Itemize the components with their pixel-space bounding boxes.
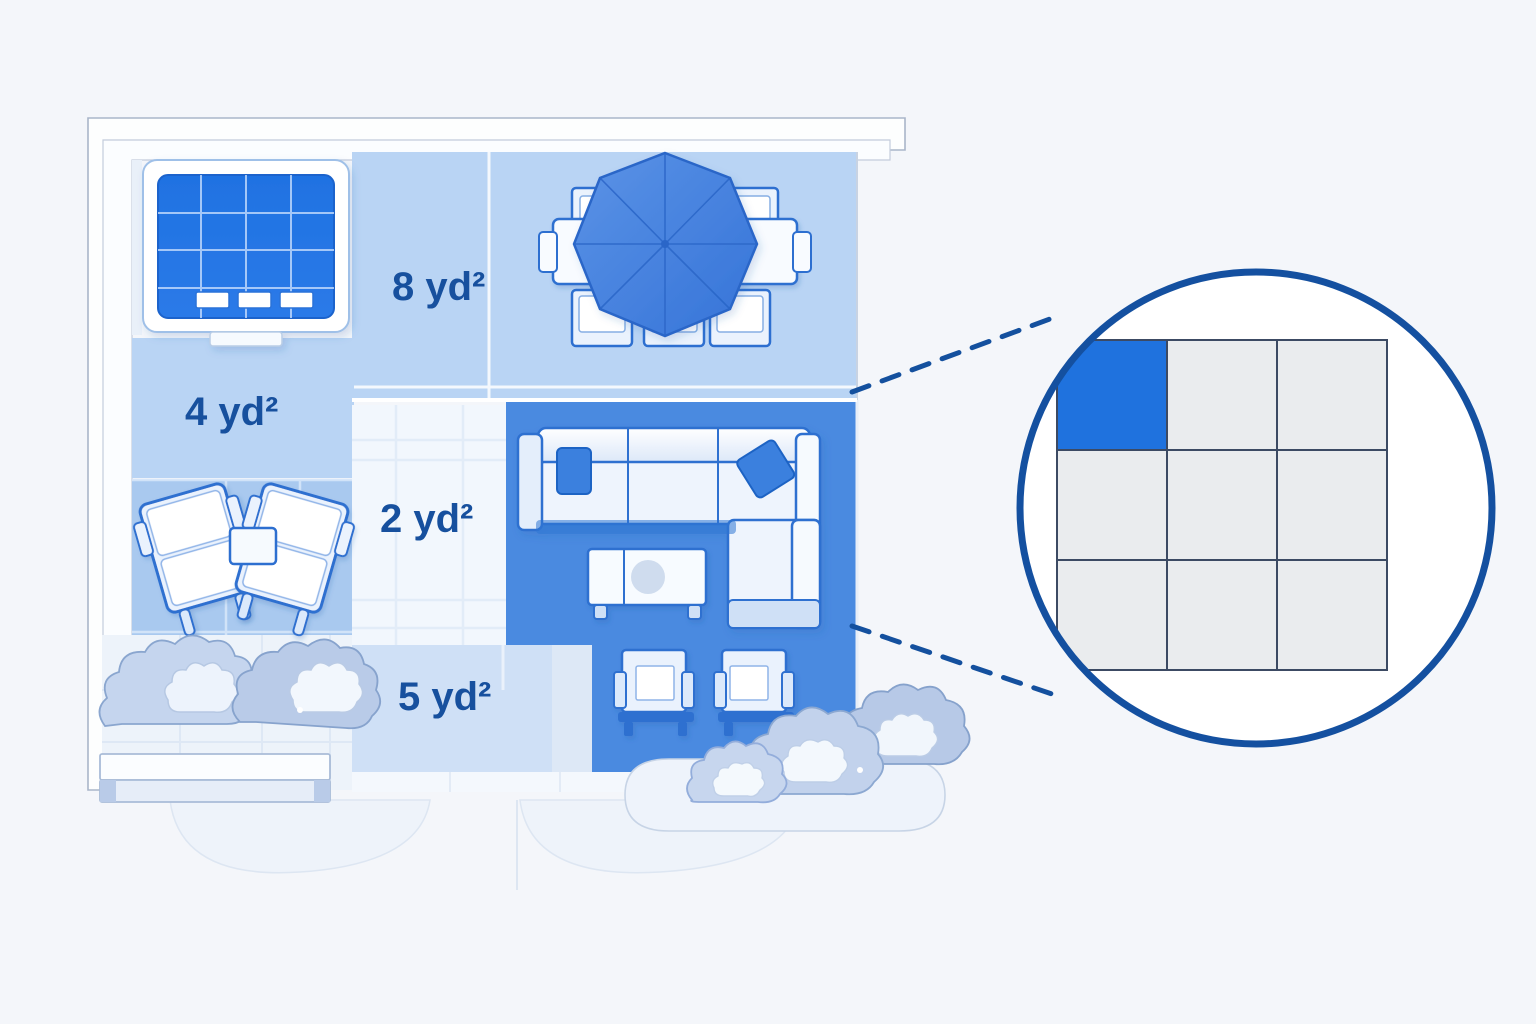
sofa-pillow-right [736,439,796,499]
magnifier-content [1056,339,1388,671]
grid-cell-0-2 [1277,340,1387,450]
region-lower-right-strip [552,645,592,772]
area-label-8: 8 yd² [392,265,485,309]
garden-bed-right [624,683,971,832]
area-label-4: 4 yd² [185,390,278,434]
magnifier-ring [1016,268,1496,748]
side-table [228,526,278,566]
grid-cell-0-1 [1167,340,1277,450]
planter-box [99,753,331,803]
connector-bottom [849,623,1055,697]
region-center-tile [352,405,527,645]
swimming-pool [142,159,350,347]
shrub-cluster-right [686,683,971,804]
armchair-left [613,648,695,736]
unit-square-magnifier [1016,268,1496,748]
sofa-pillow-left [556,447,592,495]
coffee-table [586,547,708,620]
area-label-5: 5 yd² [398,675,491,719]
region-left-strip [132,338,354,478]
planter-shrubs-left [98,634,382,803]
grid-cell-1-2 [1277,450,1387,560]
armchair-right [713,648,795,736]
magnifier-connectors [849,313,1061,697]
grid-cell-2-1 [1167,560,1277,670]
grid-cell-1-1 [1167,450,1277,560]
lounge-seating [133,482,355,637]
center-tile-seams [352,405,527,645]
patio-umbrella [572,151,759,338]
connector-top [849,313,1061,395]
area-label-2: 2 yd² [380,497,473,541]
sectional-sofa [516,426,822,630]
region-left-upper-strip [132,160,142,335]
dining-set [538,151,812,348]
magnifier-grid-lines [1056,339,1388,671]
grid-cell-2-2 [1277,560,1387,670]
grid-cell-1-0 [1057,450,1167,560]
shrub-cluster-left [98,634,382,730]
grid-cell-2-0 [1057,560,1167,670]
patio-tile-seams [352,152,857,400]
pool-steps [195,291,314,309]
